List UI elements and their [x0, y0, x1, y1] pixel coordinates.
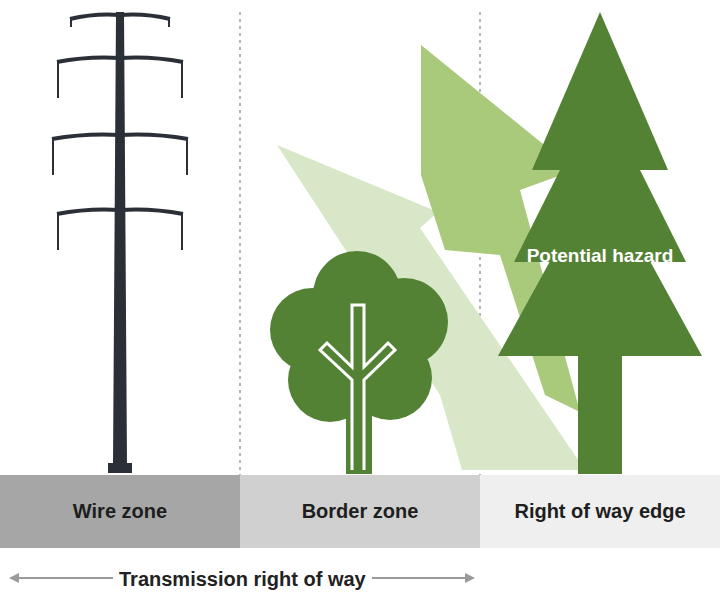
- border-tree: [270, 251, 448, 474]
- dimension-label: Transmission right of way: [113, 568, 372, 591]
- zone-label: Border zone: [302, 500, 419, 523]
- zone-band: Wire zone: [0, 475, 240, 548]
- zone-band: Right of way edge: [480, 475, 720, 548]
- transmission-tower: [52, 12, 188, 473]
- zone-label: Right of way edge: [514, 500, 685, 523]
- zone-label: Wire zone: [73, 500, 167, 523]
- zone-label: Potential hazard: [527, 245, 674, 267]
- hazard-tree: [498, 12, 702, 474]
- zone-divider: [239, 12, 241, 548]
- hazard-tree-label: Potential hazard: [510, 222, 690, 290]
- zone-band: Border zone: [240, 475, 480, 548]
